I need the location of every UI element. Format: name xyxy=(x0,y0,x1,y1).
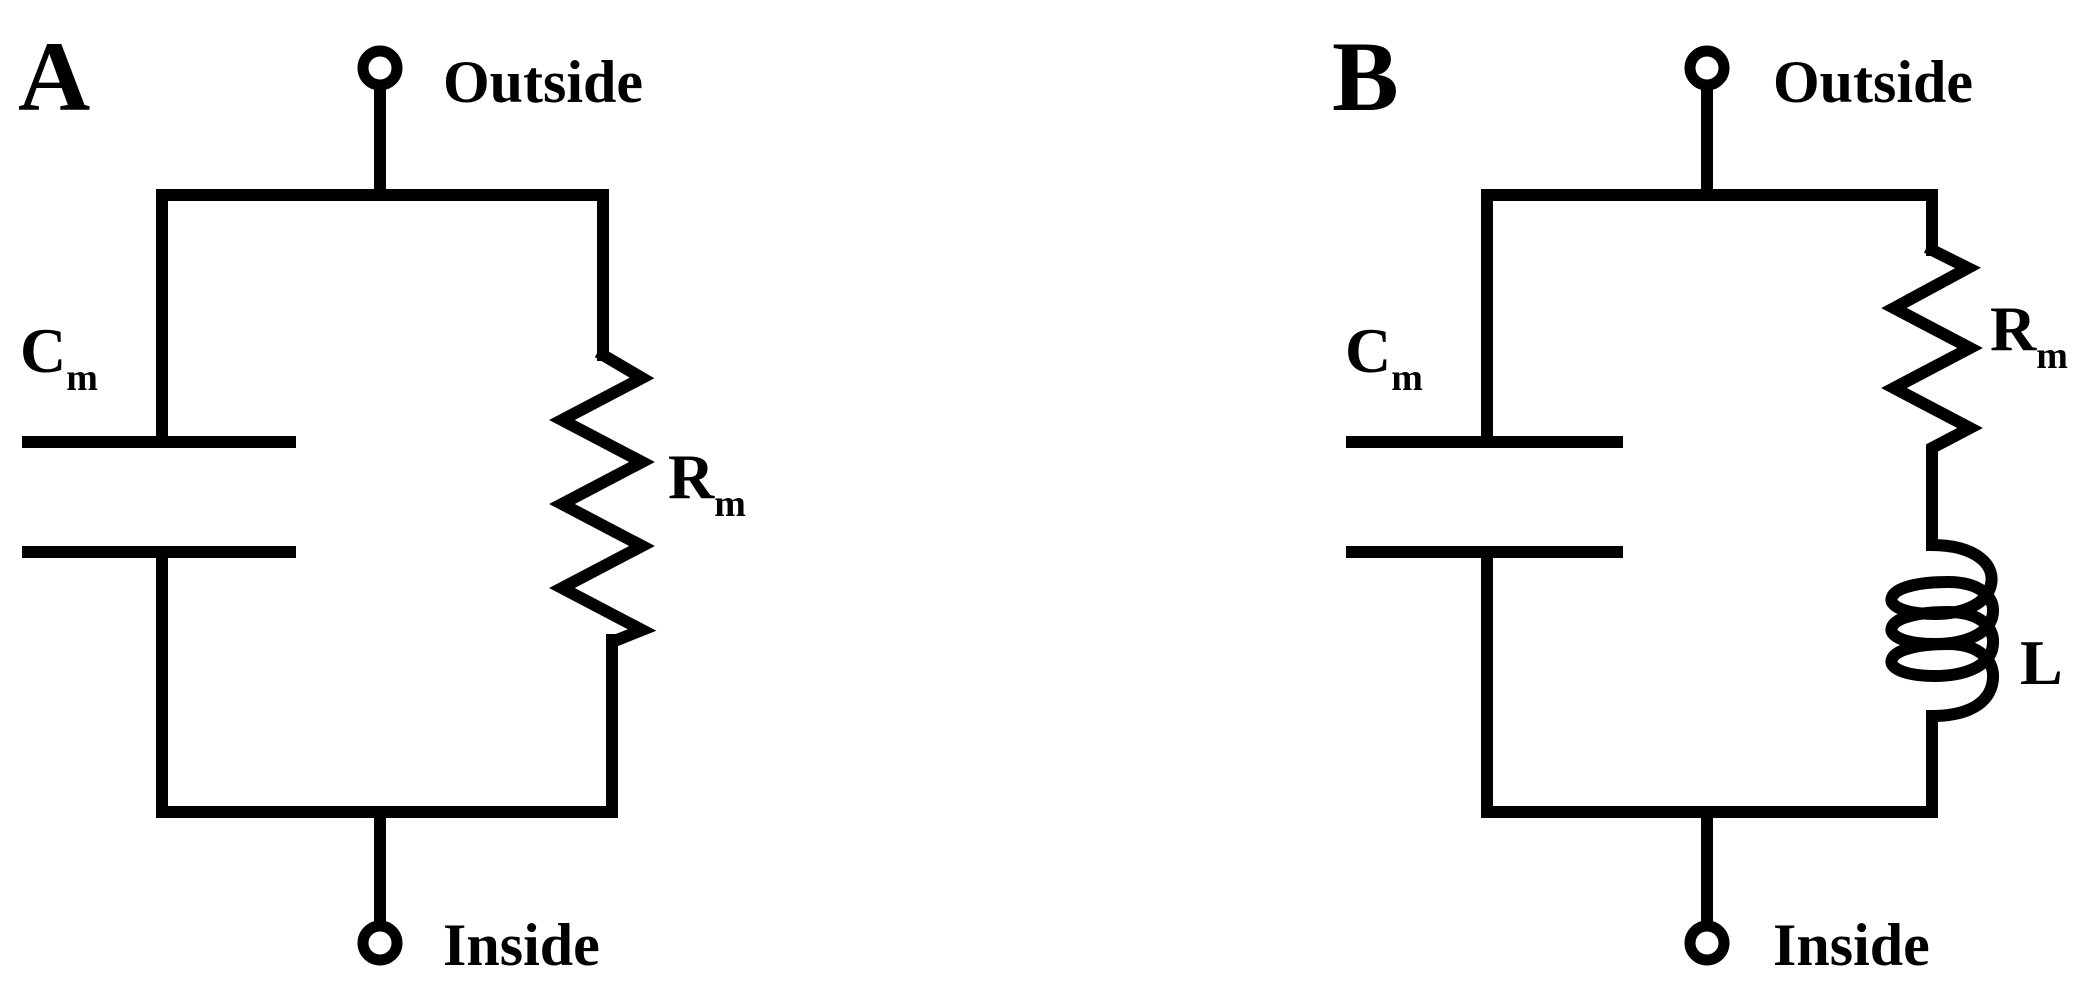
circuit-panel-a: A Outside Cm Rm Inside xyxy=(18,21,746,978)
inside-terminal-a xyxy=(357,920,403,966)
outside-terminal-a xyxy=(357,45,403,91)
circuit-panel-b: B Outside Cm Rm L Inside xyxy=(1332,21,2068,978)
inductor-label-b: L xyxy=(2020,627,2063,698)
inside-label-a: Inside xyxy=(443,912,600,978)
top-rail-a xyxy=(156,189,609,361)
capacitor-cm-a xyxy=(22,436,296,558)
outside-terminal-b xyxy=(1684,45,1730,91)
capacitor-label-b: Cm xyxy=(1345,315,1423,399)
capacitor-cm-b xyxy=(1346,436,1623,558)
bottom-rail-a xyxy=(156,550,618,818)
inductor-coil-b xyxy=(1885,539,2000,722)
bottom-rail-b xyxy=(1481,550,1938,818)
capacitor-label-a: Cm xyxy=(20,315,98,399)
inside-terminal-b xyxy=(1684,920,1730,966)
panel-label-b: B xyxy=(1332,21,1399,132)
resistor-rm-b xyxy=(1881,241,1983,551)
resistor-rm-a xyxy=(549,346,657,651)
top-rail-b xyxy=(1481,189,1938,256)
panel-label-a: A xyxy=(18,21,90,132)
outside-label-a: Outside xyxy=(443,49,643,115)
resistor-label-b: Rm xyxy=(1990,293,2068,377)
inside-label-b: Inside xyxy=(1773,912,1930,978)
resistor-label-a: Rm xyxy=(668,441,746,525)
outside-label-b: Outside xyxy=(1773,49,1973,115)
inductor-l-b xyxy=(1885,539,2000,758)
